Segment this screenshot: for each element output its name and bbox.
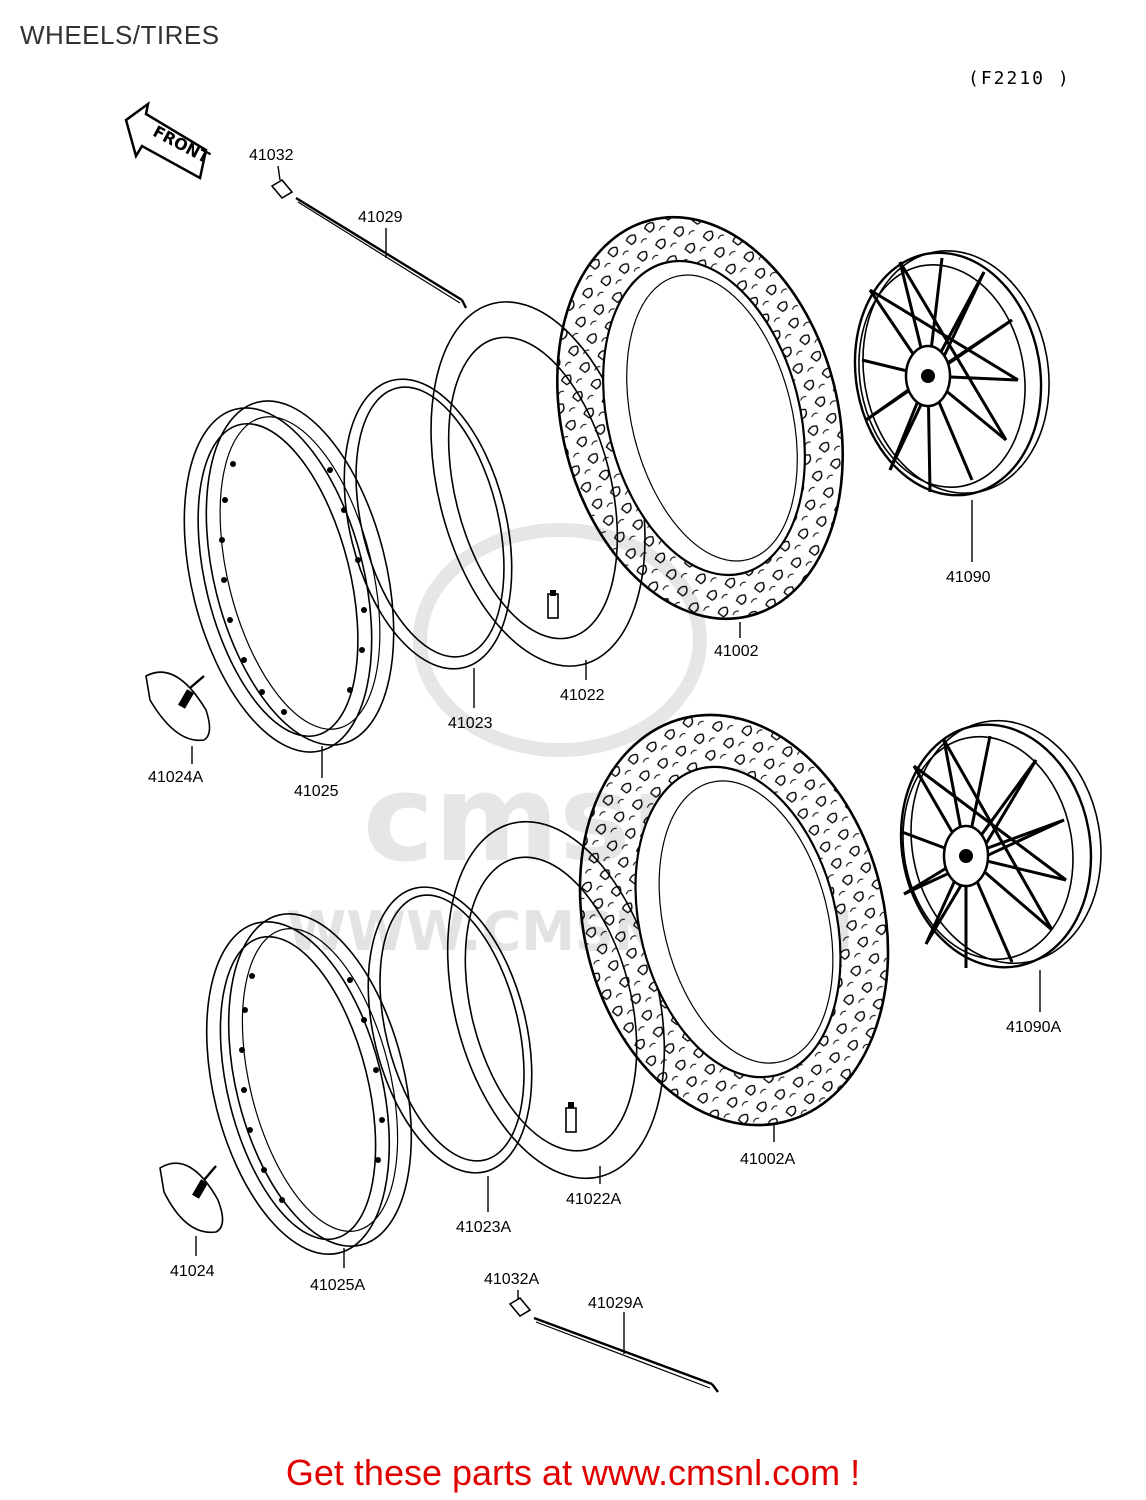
valve-stem [547,593,559,619]
rim-band-41023 [343,378,513,670]
valve-cap-41024 [159,1162,224,1234]
front-arrow: FRONT [124,101,213,180]
part-labels: 41032 41029 41090 41002 41022 41023 4102… [148,147,1061,1312]
label-41002: 41002 [714,643,759,660]
tire-41002 [555,215,845,621]
spoke-41029A [508,1296,719,1393]
valve-stem-lower [565,1107,577,1133]
label-41024: 41024 [170,1263,215,1280]
label-41023A: 41023A [456,1219,511,1236]
nipple-41032A [508,1296,532,1318]
tire-41002A [578,713,890,1127]
footer-link[interactable]: Get these parts at www.cmsnl.com ! [285,1452,861,1493]
page-title: WHEELS/TIRES [20,20,220,50]
rim-band-41023A [367,886,533,1174]
wheel-41090A [899,719,1102,969]
label-41090A: 41090A [1006,1019,1061,1036]
valve-cap-41024A [145,671,211,742]
spoke-41029 [270,178,468,309]
label-41022A: 41022A [566,1191,621,1208]
label-41023: 41023 [448,715,493,732]
leader-lines [191,165,1041,1354]
label-41022: 41022 [560,687,605,704]
label-41029A: 41029A [588,1295,643,1312]
label-41090: 41090 [946,569,991,586]
rim-41025A [205,913,413,1255]
label-41032A: 41032A [484,1271,539,1288]
wheel-41090 [853,249,1050,497]
label-41025A: 41025A [310,1277,365,1294]
nipple-41032 [270,178,294,200]
figure-code: (F2210 ) [968,68,1071,89]
label-41029: 41029 [358,209,403,226]
label-41024A: 41024A [148,769,203,786]
label-41032: 41032 [249,147,294,164]
label-41002A: 41002A [740,1151,795,1168]
label-41025: 41025 [294,783,339,800]
rim-41025 [183,400,395,753]
